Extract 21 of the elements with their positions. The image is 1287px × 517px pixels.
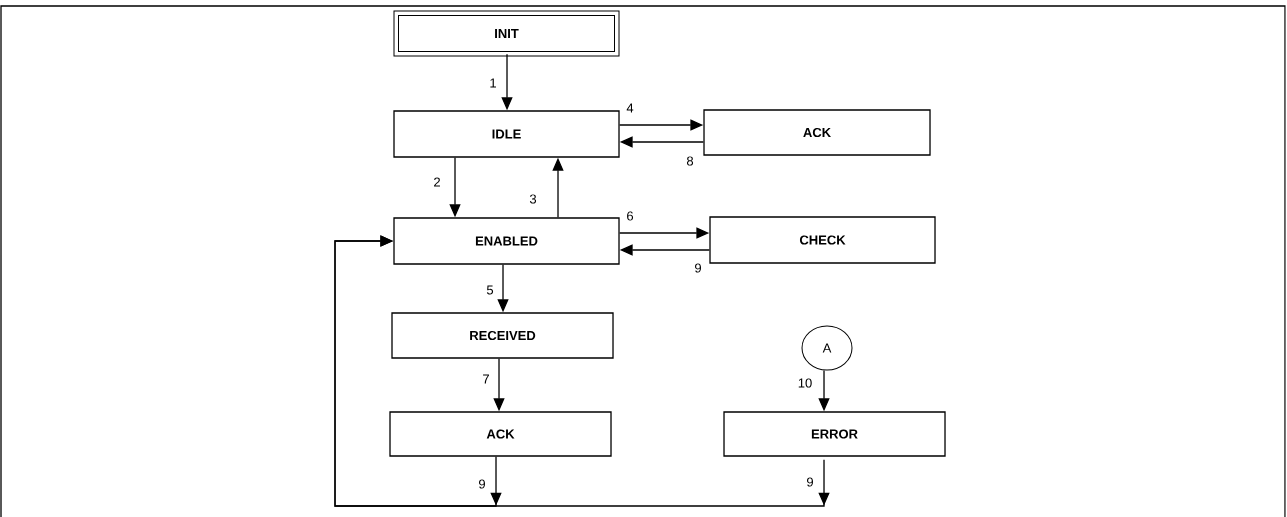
edge-label: 8 [685, 155, 695, 167]
state-box: ACK [389, 411, 612, 457]
state-box: ERROR [723, 411, 946, 457]
edge-label: 7 [481, 373, 491, 385]
edge-label: 3 [528, 193, 538, 205]
edge-label: 2 [432, 176, 442, 188]
initial-state-box: INIT [393, 10, 620, 57]
edge-label: 5 [485, 284, 495, 296]
edge-label: 10 [796, 377, 814, 389]
edge-label: 9 [477, 478, 487, 490]
edge-label: 4 [625, 102, 635, 114]
arrow [334, 235, 830, 507]
state-box: CHECK [709, 216, 936, 264]
edge-label: 6 [625, 210, 635, 222]
edge-label: 9 [805, 476, 815, 488]
edge-label: 9 [693, 262, 703, 274]
state-box: IDLE [393, 110, 620, 158]
state-box: RECEIVED [391, 312, 614, 359]
state-box: ENABLED [393, 217, 620, 265]
edge-label: 1 [488, 77, 498, 89]
state-box: ACK [703, 109, 931, 156]
